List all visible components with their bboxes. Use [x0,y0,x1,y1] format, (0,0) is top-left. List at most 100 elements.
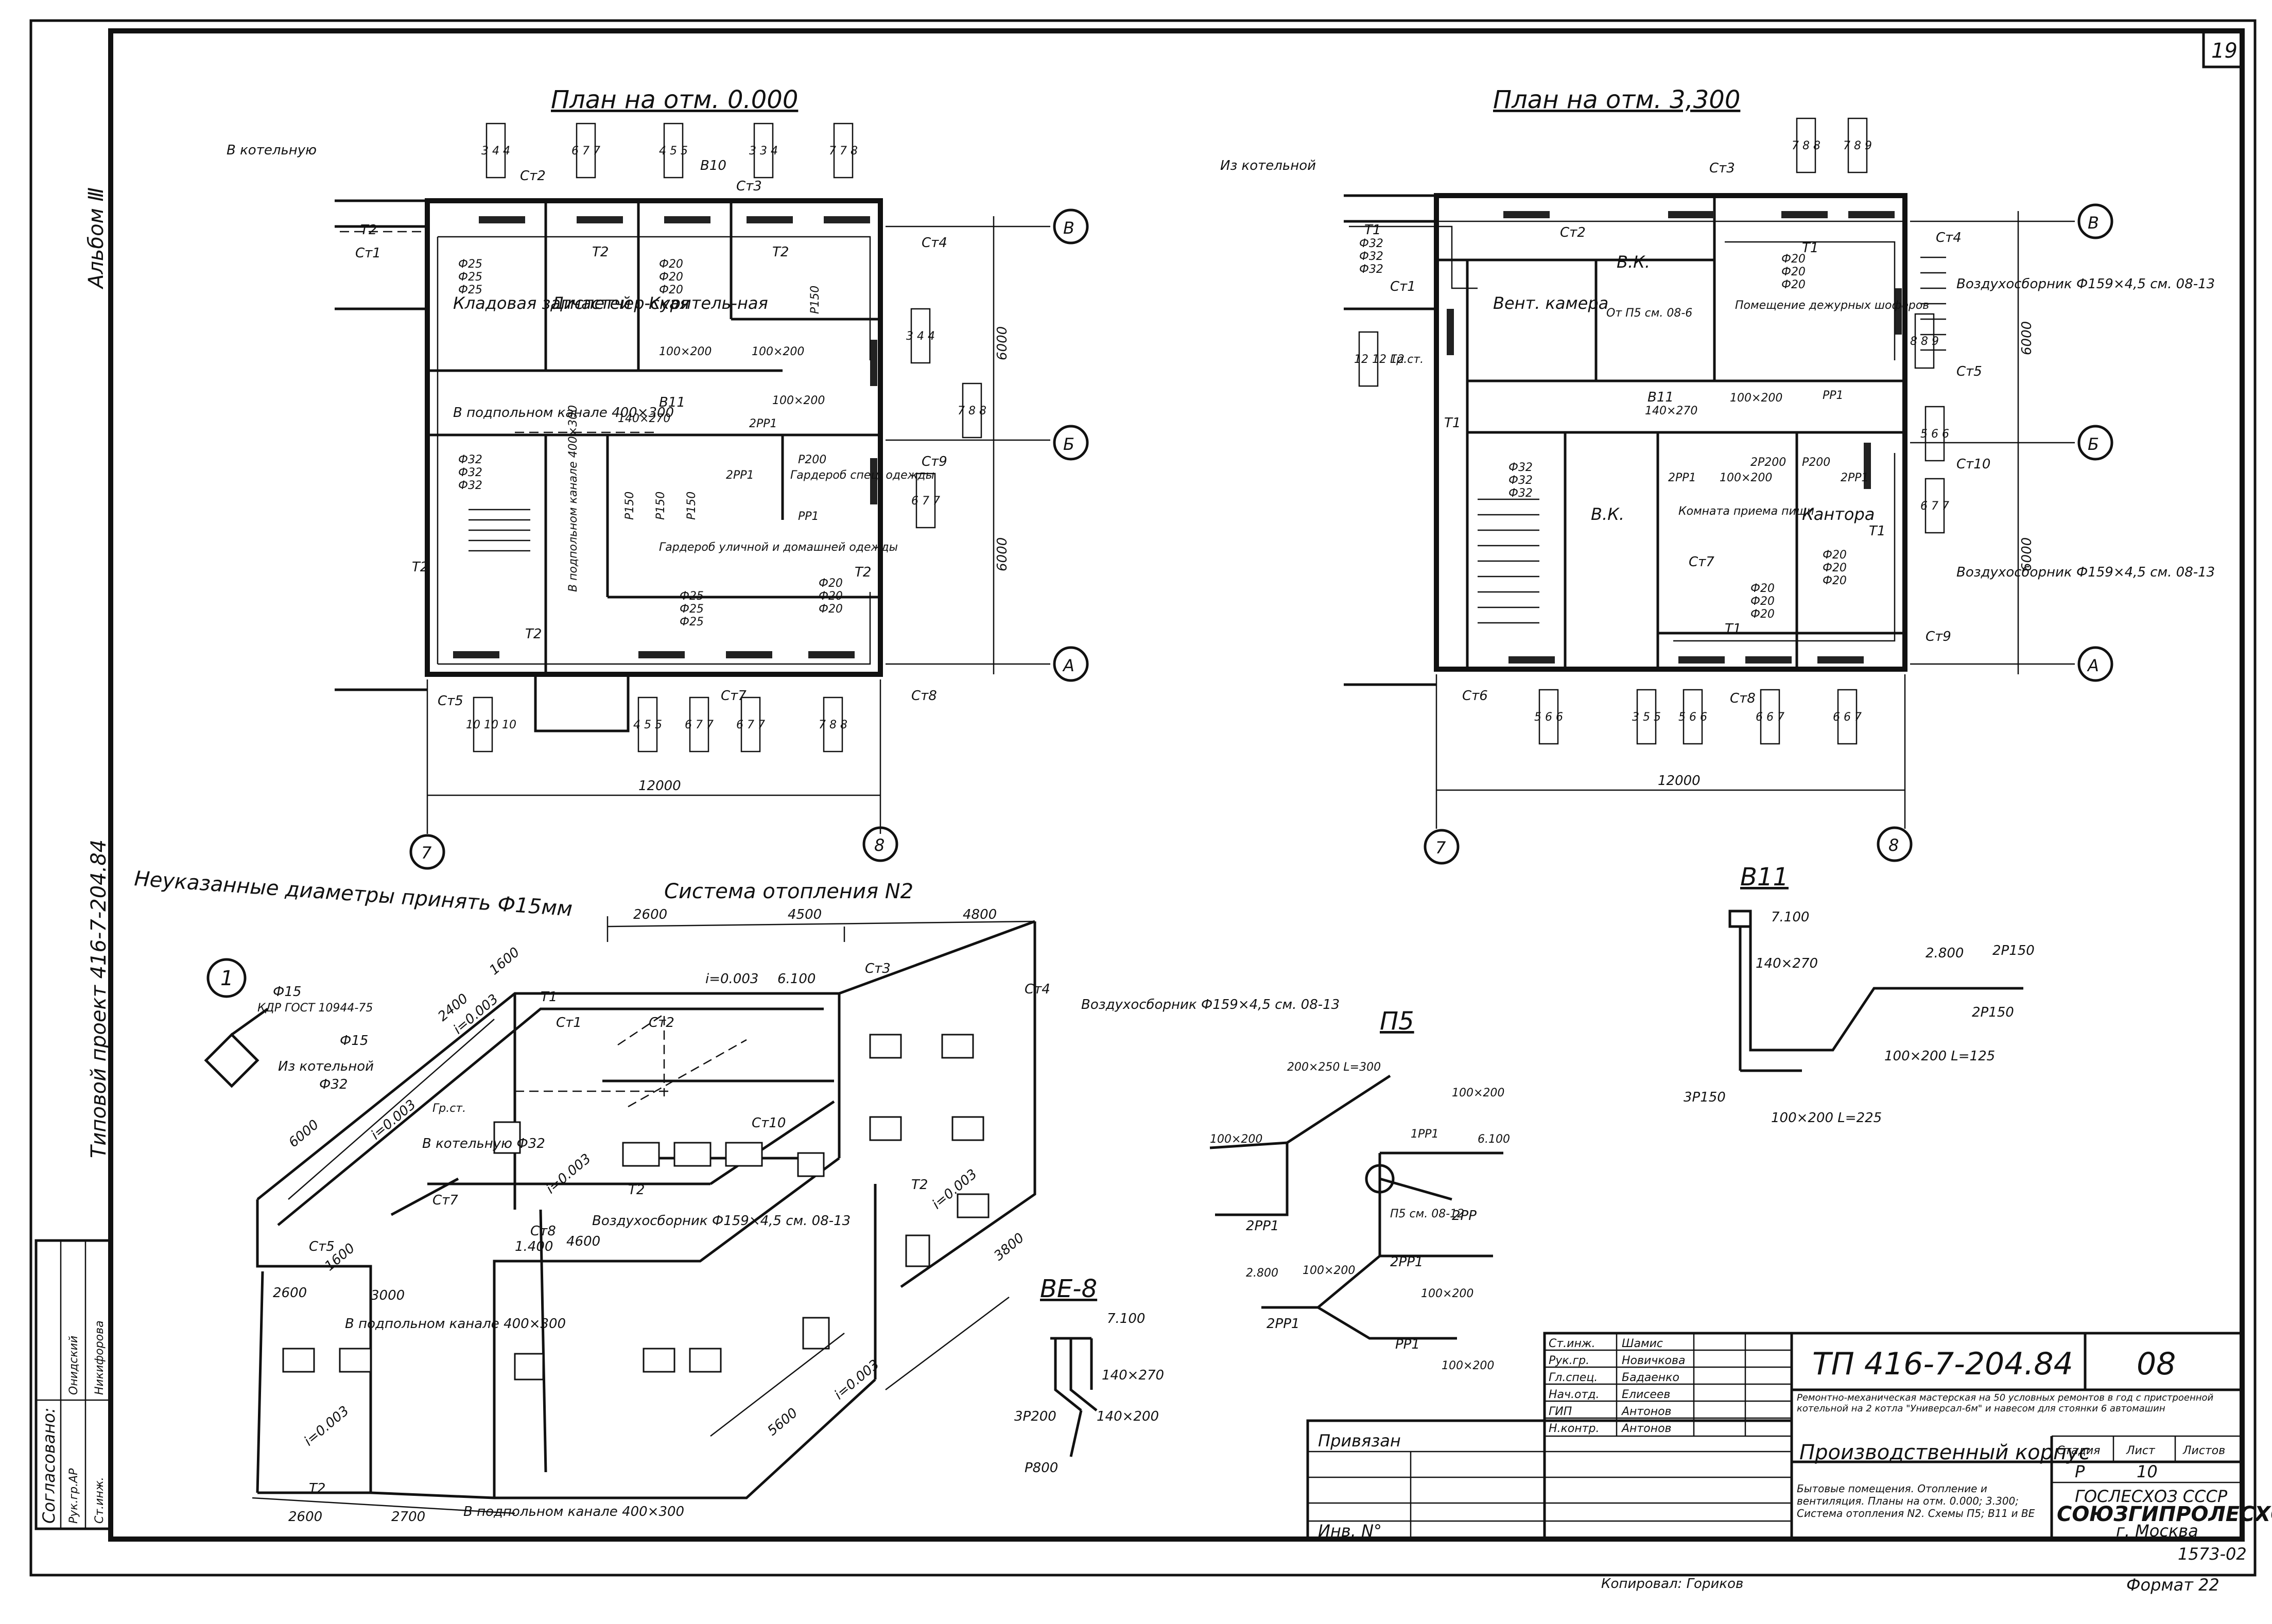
plan0-rad-top-4: 3 3 4 [749,145,778,158]
plan0-dia-2: Ф25 [458,271,482,284]
iso-label-st7: Ст7 [432,1193,458,1208]
plan3-dia-6: Ф20 [1781,278,1806,291]
plan0-duct-11: Р200 [798,453,826,466]
plan0-rad-top-2: 6 7 7 [571,145,600,158]
copied-by: Копировал: Гориков [1601,1576,1743,1592]
plan3-axis-v: В [2088,213,2099,233]
plan0-rad-bot-2: 6 7 7 [685,719,714,731]
p5-label-4: 1РР1 [1411,1128,1439,1141]
v11-label-5: 2Р150 [1972,1005,2014,1020]
plan0-riser-st8: Ст8 [911,688,937,704]
stamp-role-1: Ст.инж. [1549,1337,1595,1350]
plan0-duct-6: Р150 [623,492,636,520]
plan0-rad-bot-3: 6 7 7 [736,719,765,731]
plan3-pipe-3: Т1 [1444,415,1461,431]
plan3-dia-4: Ф20 [1781,253,1806,266]
iso-label-st2: Ст2 [649,1015,674,1031]
album-label: Альбом Ⅲ [84,187,108,290]
iso-label-elev-1: 6.100 [777,971,816,987]
iso-dim-7: 4600 [566,1234,600,1249]
agreed-role-1: Рук.гр.АР [67,1468,80,1524]
plan0-dia-12: Ф25 [680,616,704,628]
iso-label-st5: Ст5 [309,1239,335,1254]
iso-label-channel-2: В подпольном канале 400×300 [463,1504,684,1520]
v11-title: В11 [1740,863,1789,892]
iso-label-st4: Ст4 [1025,982,1050,997]
plan0-dia-13: Ф20 [819,577,843,590]
ve8-label-1: 7.100 [1107,1311,1145,1326]
plan0-riser-st9: Ст9 [922,454,947,469]
plan0-dia-1: Ф25 [458,258,482,271]
plan0-dim-3: 12000 [638,778,681,794]
ve8-title: ВЕ-8 [1040,1274,1097,1303]
iso-dim-10: 2600 [273,1285,307,1301]
plan3-pipe-4: Т1 [1725,621,1741,637]
plan0-duct-2: 100×200 [752,345,804,358]
plan0-rad-top-3: 4 5 5 [659,145,688,158]
plan3-title: План на отм. 3,300 [1493,85,1740,114]
plan3-rad-top-1: 7 8 8 [1792,139,1820,152]
plan3-room-6: Кантора [1802,504,1875,524]
title-block: Привязан Инв. N° Ст.инж. Шамис Рук.гр. Н… [1306,1332,2272,1541]
stamp-sheet-desc: Бытовые помещения. Отопление и вентиляци… [1797,1482,2035,1520]
plan3-duct-5: 2Р200 [1750,456,1786,469]
plan3-room-3: Помещение дежурных шоферов [1735,299,1929,312]
plan3-dia-11: Ф20 [1750,595,1775,608]
plan3-axis-7: 7 [1435,838,1446,858]
iso-label-slope-4: i=0.003 [543,1151,594,1197]
ve8-label-2: 140×270 [1102,1368,1164,1383]
plan3-riser-st10: Ст10 [1956,457,1990,472]
sheet-number: 19 [2211,39,2238,63]
plan3-note-1: Из котельной [1220,158,1316,173]
plan0-duct-3: 100×200 [772,394,825,407]
stamp-object: Производственный корпус [1799,1441,2090,1464]
plan0-riser-st5: Ст5 [438,693,463,709]
iso-label-channel-1: В подпольном канале 400×300 [345,1316,566,1332]
stamp-header-stage: Стадия [2057,1444,2100,1457]
plan3-dia-13: Ф20 [1823,549,1847,562]
plan3-dia-12: Ф20 [1750,608,1775,621]
scheme-v11: В11 7.100 140×270 2.800 2Р150 2Р150 100×… [1684,863,2035,1126]
plan0-note-2: В подпольном канале 400×300 [453,405,674,421]
iso-dim-8: 3800 [991,1230,1027,1264]
plan3-rad-bot-5: 6 6 7 [1833,711,1862,724]
iso-label-elev-2: 1.400 [515,1239,553,1254]
plan3-dim-1: 6000 [2019,321,2035,355]
plan0-riser-st1: Ст1 [355,246,381,261]
iso-label-boiler: В котельную Ф32 [422,1136,545,1151]
plan3-riser-st9: Ст9 [1926,629,1951,644]
plan3-dia-7: Ф32 [1508,461,1533,474]
scheme-p5: П5 200×250 L=300 100×200 100×200 1РР1 6.… [1209,1007,1510,1372]
iso-label-aircoll-2: Воздухосборник Ф159×4,5 см. 08-13 [592,1213,851,1229]
iso-label-st8: Ст8 [530,1224,556,1239]
p5-label-8: 2РР [1452,1208,1477,1224]
iso-detail-5: Ф32 [319,1077,348,1092]
iso-label-grst: Гр.ст. [432,1102,466,1115]
iso-dim-9: 5600 [765,1405,801,1439]
iso-dim-13: 2600 [288,1509,322,1525]
plan3-rad-bot-4: 6 6 7 [1756,711,1784,724]
p5-label-12: 2РР1 [1267,1316,1299,1332]
plan3-duct-7: 2РР1 [1841,472,1869,484]
plan0-note-1: В котельную [227,143,317,158]
iso-title: Система отопления N2 [664,880,913,903]
plan3-rad-bot-2: 3 5 5 [1632,711,1661,724]
plan0-riser-st4: Ст4 [922,235,947,251]
plan3-axis-b: Б [2088,434,2099,454]
plan0-axis-7: 7 [421,843,432,863]
plan3-rad-side-1: 8 8 9 [1910,335,1939,348]
stamp-role-6: Н.контр. [1549,1422,1599,1435]
plan0-riser-st2: Ст2 [520,168,546,184]
stamp-role-3: Гл.спец. [1549,1371,1598,1384]
plan0-dia-4: Ф20 [659,258,683,271]
plan0-title: План на отм. 0.000 [551,85,798,114]
iso-detail-mark: 1 [220,967,233,990]
plan0-duct-9: 2РР1 [726,469,754,482]
plan3-room-2: В.К. [1617,252,1650,272]
stamp-name-4: Елисеев [1622,1388,1670,1401]
plan0-riser-st7: Ст7 [721,688,747,704]
plan0-note-3: В подпольном канале 400×300 [567,405,580,592]
stamp-value-stage: Р [2075,1462,2085,1481]
stamp-name-6: Антонов [1621,1422,1672,1435]
plan3-duct-2: 100×200 [1720,472,1772,484]
